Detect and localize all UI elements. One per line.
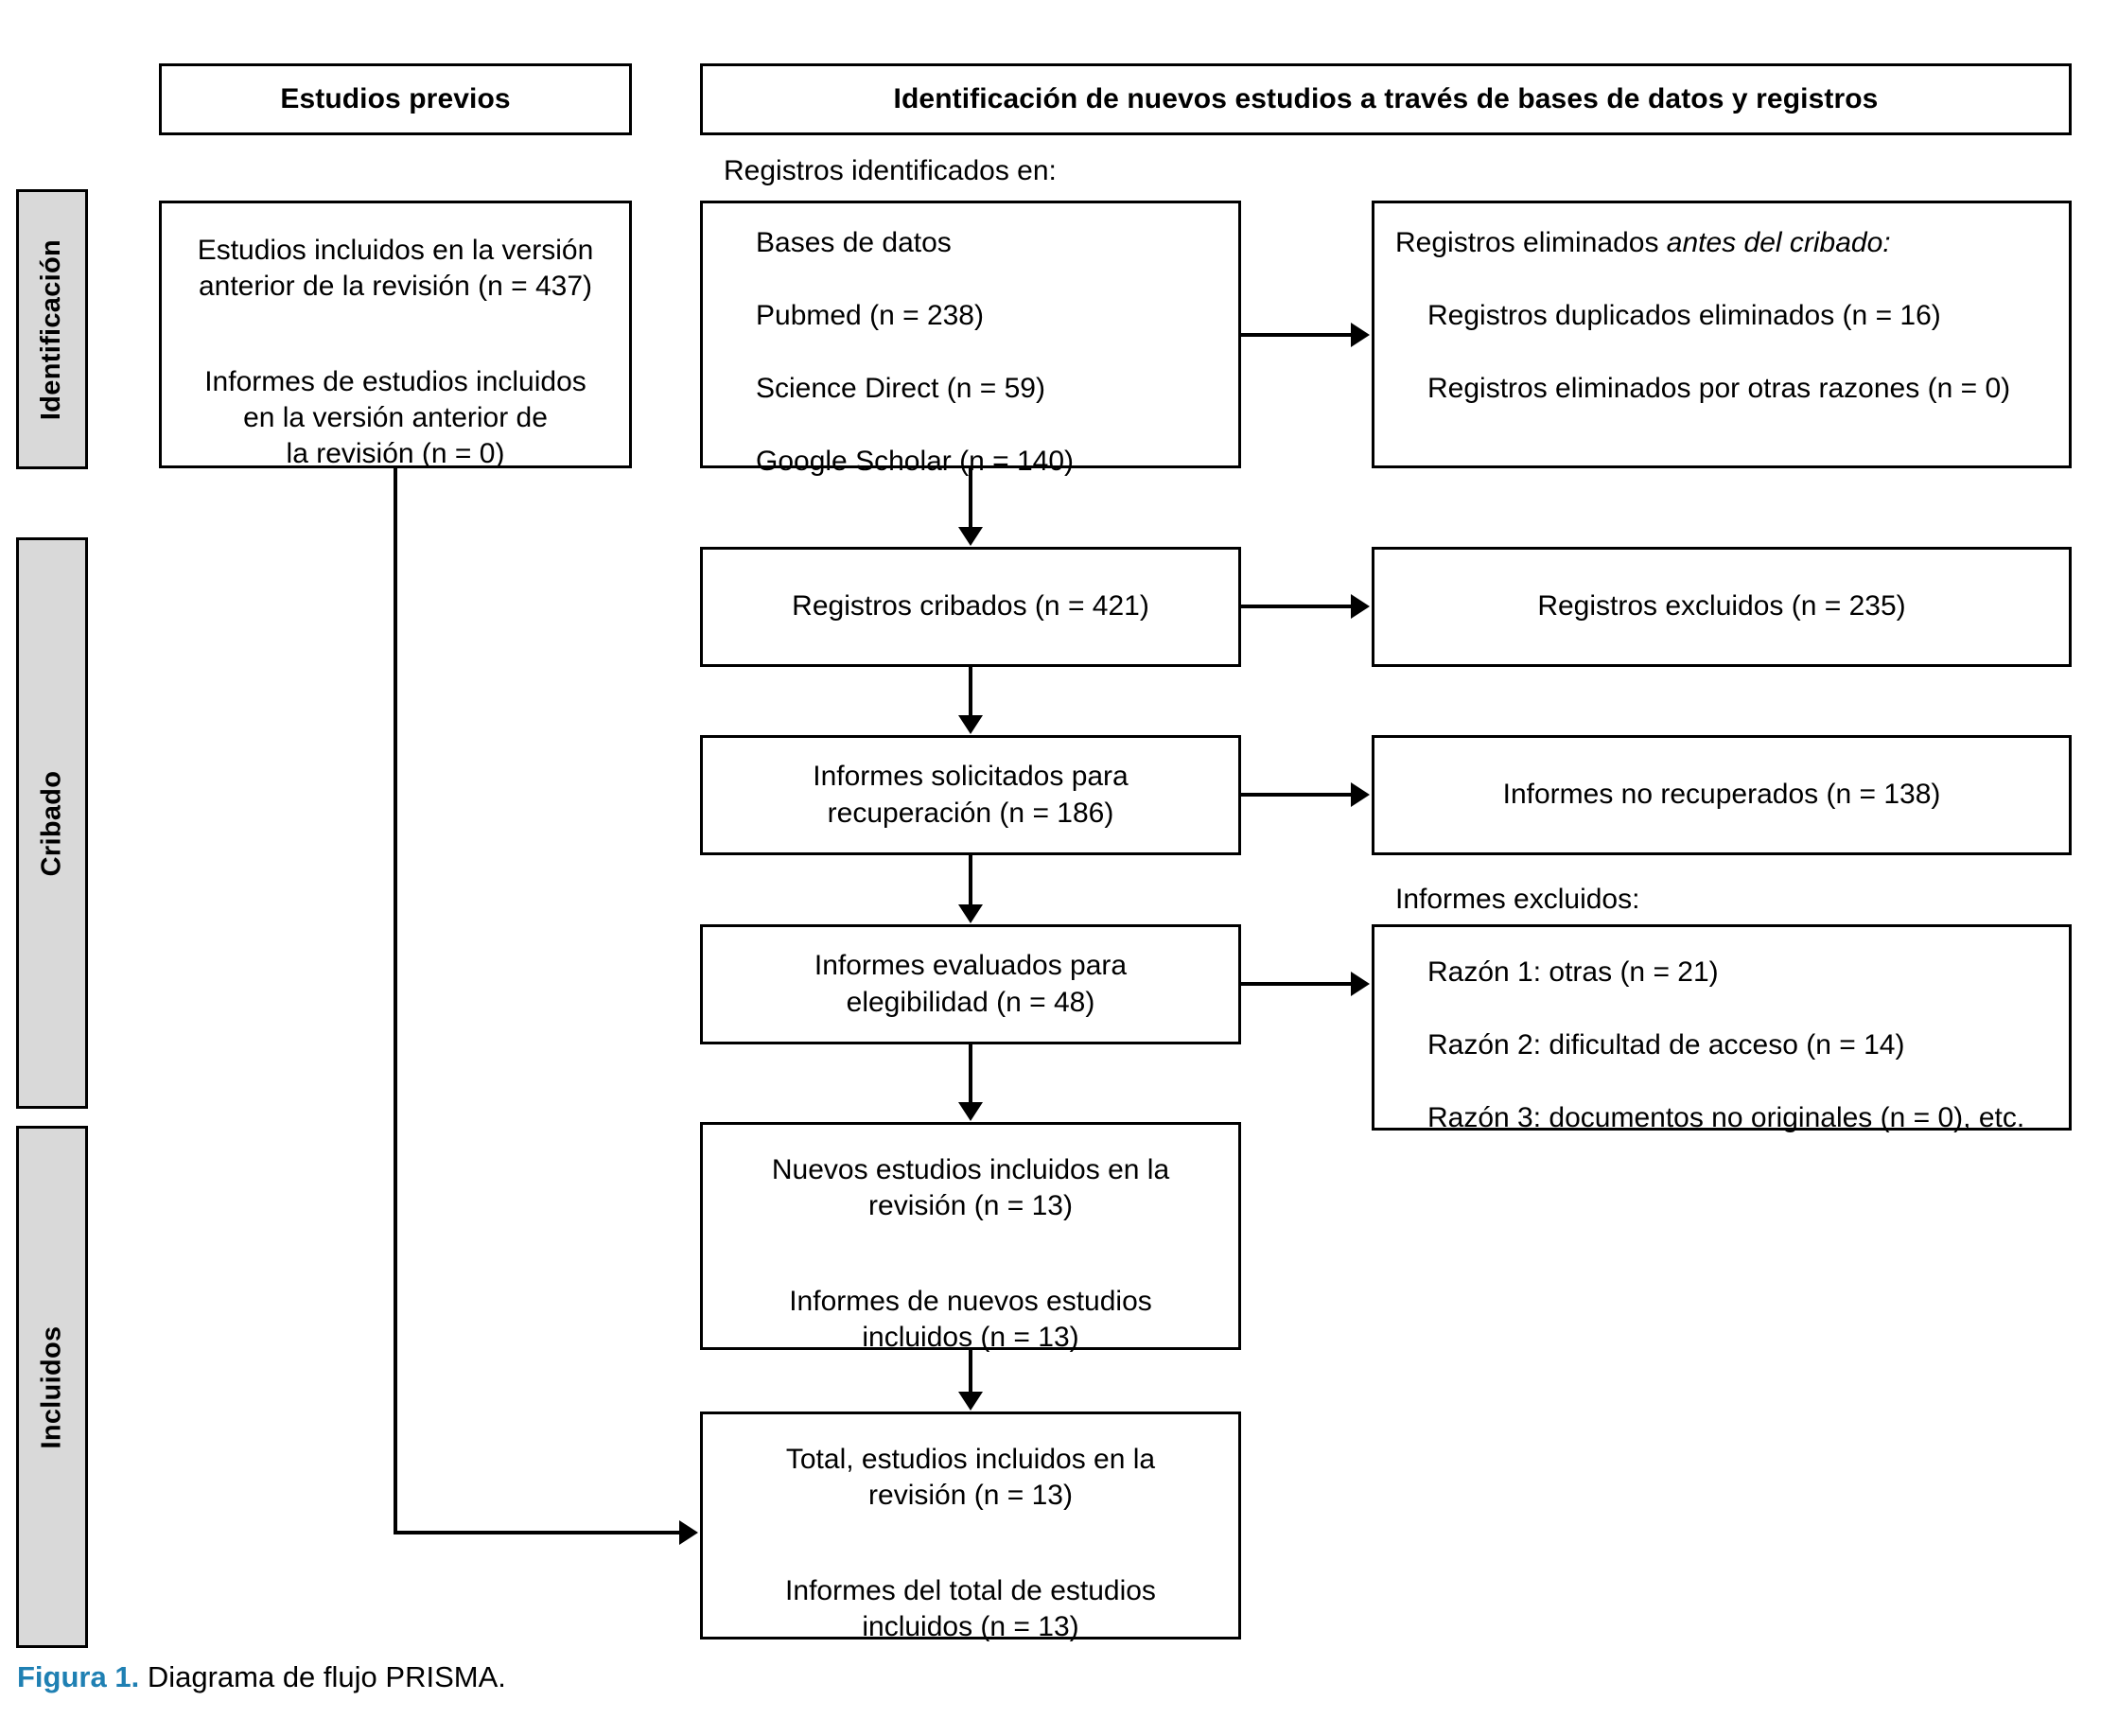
- records-identified-heading: Registros identificados en:: [724, 154, 1057, 186]
- previous-included-line2: Informes de estudios incluidos en la ver…: [204, 365, 586, 470]
- reports-assessed-text: Informes evaluados para elegibilidad (n …: [814, 950, 1128, 1018]
- connector-screened-to-excluded: [1241, 605, 1353, 608]
- box-previous-included-studies: Estudios incluidos en la versión anterio…: [159, 201, 632, 469]
- records-identified-items: Bases de datos Pubmed (n = 238) Science …: [703, 189, 1094, 517]
- box-records-screened: Registros cribados (n = 421): [700, 547, 1241, 667]
- connector-assessed-to-new-studies: [969, 1044, 972, 1103]
- records-removed-heading: Registros eliminados antes del cribado:: [1374, 225, 1912, 261]
- records-removed-item-1: Registros eliminados por otras razones (…: [1427, 372, 2011, 404]
- arrow-new-studies-to-total: [958, 1392, 983, 1411]
- connector-assessed-to-reports-excluded: [1241, 982, 1353, 986]
- connector-identified-to-screened: [969, 468, 972, 528]
- records-identified-item-1: Pubmed (n = 238): [756, 300, 984, 332]
- header-previous-studies: Estudios previos: [159, 63, 632, 135]
- arrow-assessed-to-new-studies: [958, 1102, 983, 1121]
- header-new-identification-label: Identificación de nuevos estudios a trav…: [893, 83, 1879, 114]
- phase-tab-cribado: Cribado: [16, 537, 88, 1109]
- phase-tab-cribado-label: Cribado: [36, 770, 67, 876]
- phase-tab-identificacion-label: Identificación: [36, 238, 67, 420]
- connector-identified-to-removed: [1241, 333, 1353, 337]
- records-identified-item-0: Bases de datos: [756, 227, 952, 259]
- box-reports-not-retrieved: Informes no recuperados (n = 138): [1372, 735, 2072, 855]
- records-screened-text: Registros cribados (n = 421): [792, 590, 1149, 623]
- arrow-screened-to-sought: [958, 715, 983, 734]
- phase-tab-incluidos-label: Incluidos: [36, 1325, 67, 1448]
- figure-caption-text: Diagrama de flujo PRISMA.: [139, 1660, 506, 1693]
- box-records-excluded: Registros excluidos (n = 235): [1372, 547, 2072, 667]
- box-reports-sought: Informes solicitados para recuperación (…: [700, 735, 1241, 855]
- records-identified-item-2: Science Direct (n = 59): [756, 372, 1045, 404]
- box-reports-excluded: Informes excluidos: Razón 1: otras (n = …: [1372, 884, 2072, 1133]
- connector-sought-to-not-retrieved: [1241, 793, 1353, 797]
- reports-excluded-heading: Informes excluidos:: [1395, 884, 1640, 916]
- total-included-line2: Informes del total de estudios incluidos…: [785, 1574, 1156, 1643]
- box-reports-assessed: Informes evaluados para elegibilidad (n …: [700, 924, 1241, 1044]
- figure-caption: Figura 1. Diagrama de flujo PRISMA.: [17, 1660, 506, 1694]
- total-included-line1: Total, estudios incluidos en la revisión…: [785, 1443, 1156, 1512]
- connector-sought-to-assessed: [969, 855, 972, 904]
- records-removed-heading-plain: Registros eliminados: [1395, 227, 1667, 259]
- reports-not-retrieved-text: Informes no recuperados (n = 138): [1502, 779, 1941, 811]
- reports-excluded-items: Razón 1: otras (n = 21) Razón 2: dificul…: [1374, 919, 2045, 1173]
- reports-excluded-item-2: Razón 3: documentos no originales (n = 0…: [1427, 1101, 2025, 1133]
- new-studies-included-line2: Informes de nuevos estudios incluidos (n…: [789, 1285, 1152, 1354]
- connector-previous-to-total-horizontal: [394, 1531, 681, 1534]
- box-records-removed: Registros eliminados antes del cribado: …: [1372, 201, 2072, 468]
- reports-sought-text: Informes solicitados para recuperación (…: [813, 761, 1129, 829]
- header-new-identification: Identificación de nuevos estudios a trav…: [700, 63, 2072, 135]
- new-studies-included-line1: Nuevos estudios incluidos en la revisión…: [771, 1153, 1170, 1222]
- arrow-screened-to-excluded: [1351, 594, 1370, 619]
- reports-excluded-item-1: Razón 2: dificultad de acceso (n = 14): [1427, 1029, 1905, 1061]
- phase-tab-identificacion: Identificación: [16, 189, 88, 469]
- records-identified-item-3: Google Scholar (n = 140): [756, 445, 1075, 477]
- phase-tab-incluidos: Incluidos: [16, 1126, 88, 1648]
- records-removed-item-0: Registros duplicados eliminados (n = 16): [1427, 300, 1941, 332]
- arrow-sought-to-assessed: [958, 904, 983, 923]
- arrow-previous-to-total: [679, 1520, 698, 1545]
- header-previous-studies-label: Estudios previos: [280, 83, 511, 114]
- box-records-identified: Registros identificados en: Bases de dat…: [700, 155, 1241, 477]
- connector-screened-to-sought: [969, 667, 972, 716]
- arrow-assessed-to-reports-excluded: [1351, 972, 1370, 996]
- records-excluded-text: Registros excluidos (n = 235): [1537, 590, 1906, 623]
- reports-excluded-item-0: Razón 1: otras (n = 21): [1427, 956, 1719, 989]
- arrow-identified-to-removed: [1351, 323, 1370, 347]
- arrow-identified-to-screened: [958, 527, 983, 546]
- connector-new-studies-to-total: [969, 1350, 972, 1393]
- box-total-included: Total, estudios incluidos en la revisión…: [700, 1412, 1241, 1642]
- box-new-studies-included: Nuevos estudios incluidos en la revisión…: [700, 1122, 1241, 1353]
- arrow-sought-to-not-retrieved: [1351, 782, 1370, 807]
- figure-caption-label: Figura 1.: [17, 1660, 140, 1693]
- records-removed-items: Registros duplicados eliminados (n = 16)…: [1374, 262, 2031, 444]
- previous-included-line1: Estudios incluidos en la versión anterio…: [197, 234, 594, 302]
- connector-previous-to-total-vertical: [394, 468, 397, 1534]
- records-removed-heading-italic: antes del cribado:: [1666, 227, 1891, 259]
